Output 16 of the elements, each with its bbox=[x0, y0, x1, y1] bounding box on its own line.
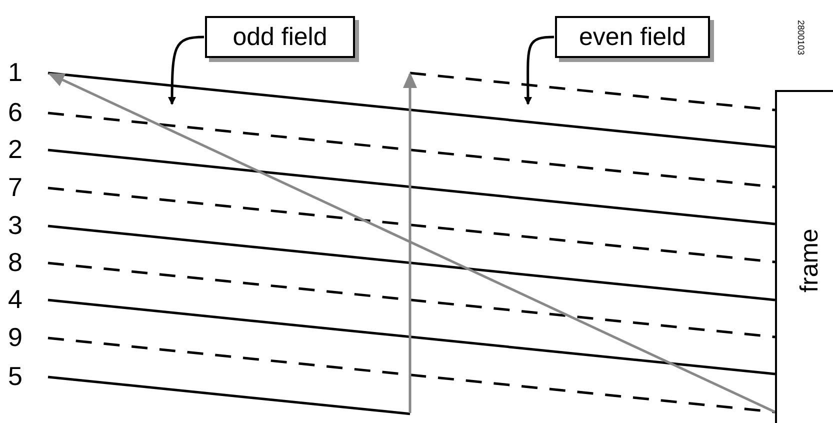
leader-arrow bbox=[168, 36, 204, 105]
box-label: even field bbox=[578, 22, 686, 52]
leader-arrow bbox=[524, 36, 554, 105]
line-number: 5 bbox=[8, 363, 22, 389]
box-label: frame bbox=[796, 228, 824, 292]
frame-bracket-box bbox=[775, 90, 833, 423]
line-number: 3 bbox=[8, 212, 22, 238]
line-number: 4 bbox=[8, 286, 22, 312]
line-number: 7 bbox=[8, 174, 22, 200]
line-number: 9 bbox=[8, 324, 22, 350]
line-number: 1 bbox=[8, 59, 22, 85]
box-label: odd field bbox=[232, 22, 328, 52]
line-number: 8 bbox=[8, 249, 22, 275]
line-number: 6 bbox=[8, 99, 22, 125]
figure-code: 2800103 bbox=[796, 20, 806, 56]
line-number: 2 bbox=[8, 136, 22, 162]
